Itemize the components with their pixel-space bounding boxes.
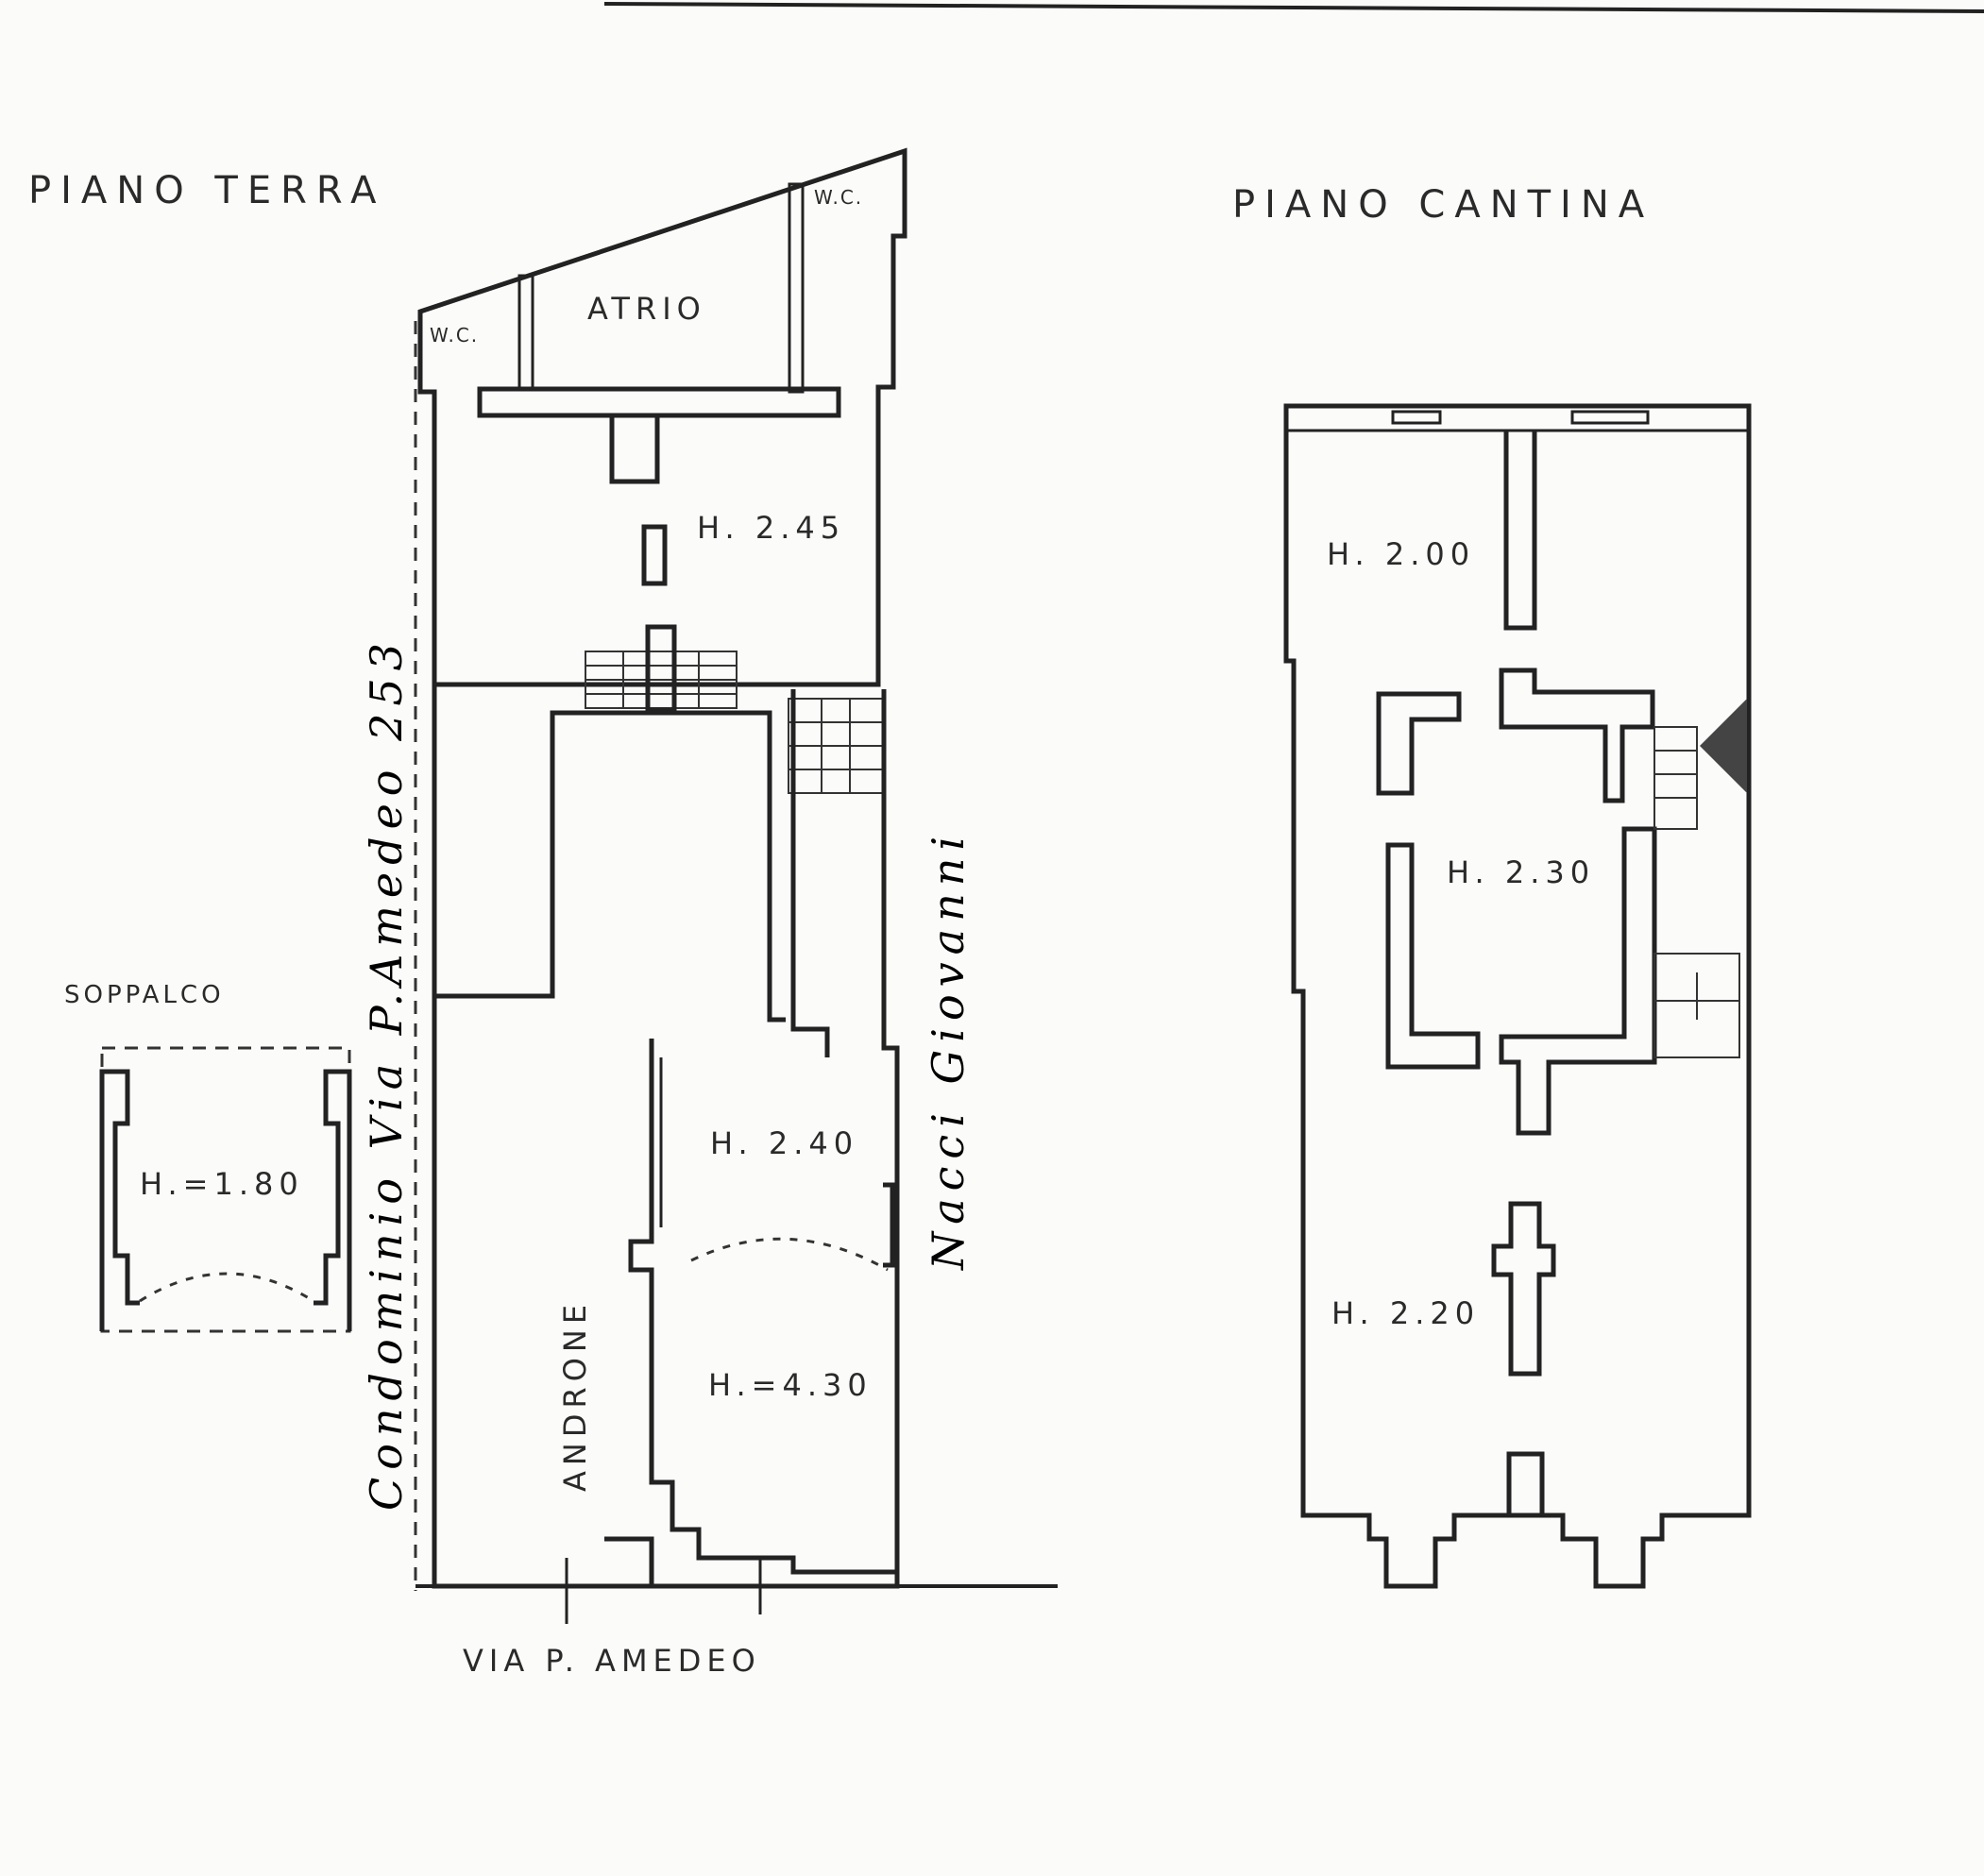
wc-left-label: W.C.: [430, 324, 479, 346]
cellar-rear-partition: [1503, 431, 1537, 631]
middle-room-wall: [628, 1039, 897, 1575]
cellar-rear-wall: [1284, 404, 1751, 432]
entry-step: [604, 1536, 654, 1589]
atrio-front-wall: [477, 386, 841, 418]
cellar-cross-pillar: [1491, 1201, 1556, 1377]
androne-left-wall: [434, 710, 786, 1023]
middle-room-height: H. 2.40: [710, 1125, 858, 1161]
cellar-rear-height: H. 2.00: [1327, 536, 1475, 572]
mezzanine-title: SOPPALCO: [64, 981, 225, 1009]
mezzanine-plan: SOPPALCO H.=1.80: [64, 981, 352, 1333]
rear-block-outline: [417, 147, 907, 687]
arch-line: [690, 1237, 889, 1272]
wc-left-wall: [517, 274, 534, 391]
atrio-label: ATRIO: [587, 291, 706, 327]
rear-room-height: H. 2.45: [697, 510, 845, 546]
cellar-t-wall: [1499, 826, 1657, 1136]
cellar-window-left: [1391, 410, 1442, 425]
mezzanine-arch: [139, 1272, 314, 1303]
cellar-outline: [1283, 403, 1752, 1589]
cellar-c-wall: [1385, 842, 1481, 1070]
front-street-label: VIA P. AMEDEO: [463, 1643, 761, 1679]
cellar-window-right: [1570, 410, 1650, 425]
front-jamb: [883, 1182, 895, 1268]
mezzanine-height: H.=1.80: [140, 1166, 304, 1202]
left-neighbour-label: Condominio Via P.Amedeo 253: [361, 635, 412, 1511]
lower-building-outline: [432, 684, 900, 1589]
cellar-middle-height: H. 2.30: [1447, 854, 1595, 890]
androne-right-wall: [790, 689, 830, 1057]
front-room-height: H.=4.30: [708, 1367, 873, 1403]
cellar-l-wall: [1376, 691, 1462, 796]
ground-floor-title: PIANO TERRA: [28, 169, 385, 212]
wc-right-label: W.C.: [814, 186, 863, 209]
wc-right-wall: [788, 182, 805, 394]
androne-label: ANDRONE: [557, 1299, 593, 1492]
cellar-front-pier: [1506, 1451, 1545, 1518]
mezzanine-walls: [99, 1069, 352, 1331]
cellar-title: PIANO CANTINA: [1232, 183, 1653, 227]
ground-floor-plan: PIANO TERRA ATRIO W.C. W.C. H. 2.45: [28, 147, 1058, 1679]
cellar-corner-wall: [1499, 668, 1655, 803]
atrio-pier: [609, 413, 660, 484]
right-neighbour-label: Nacci Giovanni: [923, 829, 974, 1271]
cellar-front-height: H. 2.20: [1331, 1295, 1480, 1331]
ground-stairs: [585, 624, 884, 794]
cellar-plan: PIANO CANTINA H. 2.00 H. 2.30 H. 2.20: [1232, 183, 1752, 1589]
central-pillar: [641, 524, 668, 586]
cellar-stairs: [1653, 699, 1747, 1058]
top-border-line: [603, 2, 1984, 13]
